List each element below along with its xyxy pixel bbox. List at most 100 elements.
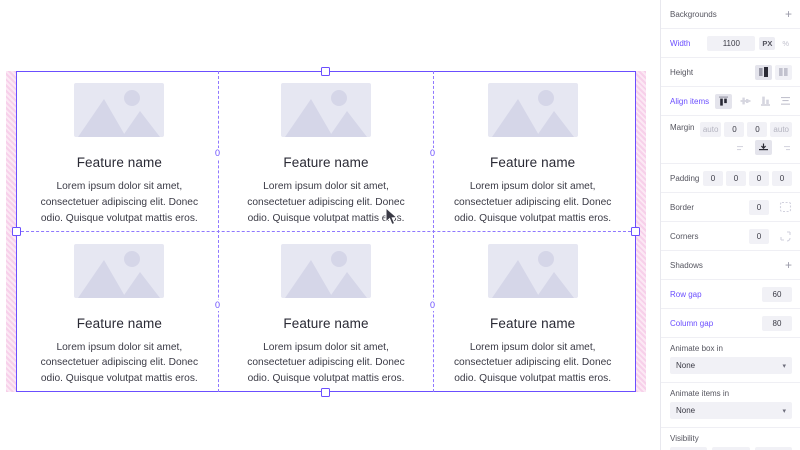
row-gap-input[interactable]: 60	[762, 286, 792, 302]
padding-bottom-input[interactable]: 0	[749, 170, 769, 186]
card-title: Feature name	[283, 155, 369, 170]
visibility-mobile-button[interactable]	[754, 447, 792, 450]
align-top-icon[interactable]	[715, 93, 732, 109]
width-input[interactable]: 1100	[707, 35, 756, 51]
visibility-desktop-button[interactable]	[670, 447, 708, 450]
border-label: Border	[670, 202, 695, 212]
margin-bottom-input[interactable]: 0	[747, 122, 768, 137]
visibility-label: Visibility	[670, 434, 699, 443]
panel-row-padding[interactable]: Padding 0 0 0 0	[661, 164, 800, 193]
image-placeholder-icon	[487, 83, 578, 137]
width-unit-percent[interactable]: %	[782, 38, 789, 48]
image-placeholder-icon	[74, 243, 165, 298]
mouse-cursor	[385, 207, 399, 226]
panel-row-visibility[interactable]: Visibility	[661, 428, 800, 450]
card-title: Feature name	[490, 315, 576, 331]
resize-handle-bottom[interactable]	[321, 388, 330, 397]
panel-row-border[interactable]: Border 0	[661, 193, 800, 222]
margin-top-input[interactable]: auto	[699, 122, 722, 137]
margin-right-input[interactable]: 0	[724, 122, 745, 137]
card-title: Feature name	[283, 315, 369, 331]
margin-band-left	[6, 71, 16, 392]
properties-panel[interactable]: Backgrounds + Width 1100 PX % Height Ali…	[660, 0, 800, 450]
animate-items-in-value: None	[676, 406, 696, 415]
shadows-label: Shadows	[670, 260, 703, 270]
border-style-icon[interactable]	[779, 201, 792, 213]
card-body: Lorem ipsum dolor sit amet, consectetuer…	[247, 181, 405, 224]
card-body: Lorem ipsum dolor sit amet, consectetuer…	[453, 181, 612, 224]
resize-handle-right[interactable]	[631, 227, 640, 236]
margin-left-input[interactable]: auto	[770, 122, 792, 137]
image-placeholder-icon	[280, 243, 371, 298]
panel-row-animate-items-in[interactable]: Animate items in None ▾	[661, 383, 800, 428]
backgrounds-label: Backgrounds	[670, 9, 717, 19]
row-gap-label: Row gap	[670, 289, 702, 299]
width-unit-px[interactable]: PX	[759, 36, 776, 50]
column-gap-value: 0	[429, 148, 437, 159]
padding-left-input[interactable]: 0	[772, 170, 792, 186]
align-bottom-icon[interactable]	[759, 95, 772, 107]
animate-box-in-value: None	[676, 361, 696, 370]
column-gap-input[interactable]: 80	[762, 315, 792, 331]
animate-items-in-select[interactable]: None ▾	[670, 402, 792, 419]
margin-align-left-icon[interactable]	[735, 142, 748, 154]
resize-handle-top[interactable]	[321, 67, 330, 76]
card-body: Lorem ipsum dolor sit amet, consectetuer…	[40, 181, 199, 224]
panel-row-height[interactable]: Height	[661, 58, 800, 87]
image-placeholder-icon	[280, 83, 371, 137]
panel-row-corners[interactable]: Corners 0	[661, 222, 800, 251]
height-auto-icon[interactable]	[775, 64, 792, 80]
card-body: Lorem ipsum dolor sit amet, consectetuer…	[453, 341, 612, 385]
align-stretch-icon[interactable]	[779, 95, 792, 107]
panel-row-align-items[interactable]: Align items	[661, 87, 800, 116]
height-label: Height	[670, 67, 694, 77]
panel-row-row-gap[interactable]: Row gap 60	[661, 280, 800, 309]
corners-label: Corners	[670, 231, 699, 241]
chevron-down-icon: ▾	[782, 362, 786, 370]
card-title: Feature name	[76, 315, 162, 331]
resize-handle-left[interactable]	[12, 227, 21, 236]
align-items-label: Align items	[670, 96, 710, 106]
card-title: Feature name	[490, 155, 576, 170]
feature-card[interactable]: Feature name Lorem ipsum dolor sit amet,…	[223, 232, 430, 393]
padding-right-input[interactable]: 0	[726, 170, 746, 186]
padding-label: Padding	[670, 173, 700, 183]
align-center-icon[interactable]	[739, 95, 752, 107]
card-body: Lorem ipsum dolor sit amet, consectetuer…	[40, 341, 199, 385]
feature-card[interactable]: Feature name Lorem ipsum dolor sit amet,…	[429, 232, 636, 393]
column-gap-value: 0	[429, 300, 437, 311]
feature-card[interactable]: Feature name Lorem ipsum dolor sit amet,…	[16, 232, 223, 393]
add-shadow-button[interactable]: +	[784, 258, 792, 272]
margin-align-center-icon[interactable]	[755, 140, 772, 155]
panel-row-margin[interactable]: Margin auto 0 0 auto	[661, 116, 800, 164]
visibility-tablet-button[interactable]	[712, 447, 750, 450]
panel-row-shadows[interactable]: Shadows +	[661, 251, 800, 280]
margin-band-right	[636, 71, 646, 392]
panel-row-column-gap[interactable]: Column gap 80	[661, 309, 800, 338]
design-canvas[interactable]: Feature name Lorem ipsum dolor sit amet,…	[0, 0, 660, 450]
animate-items-in-label: Animate items in	[670, 389, 730, 398]
feature-grid: Feature name Lorem ipsum dolor sit amet,…	[16, 71, 636, 392]
column-gap-value: 0	[214, 148, 222, 159]
panel-row-animate-box-in[interactable]: Animate box in None ▾	[661, 338, 800, 383]
panel-row-width[interactable]: Width 1100 PX %	[661, 29, 800, 58]
feature-card[interactable]: Feature name Lorem ipsum dolor sit amet,…	[223, 71, 430, 232]
height-fixed-icon[interactable]	[755, 64, 772, 80]
border-input[interactable]: 0	[749, 199, 769, 215]
card-title: Feature name	[76, 155, 162, 170]
width-label: Width	[670, 38, 691, 48]
image-placeholder-icon	[487, 243, 578, 298]
animate-box-in-label: Animate box in	[670, 344, 723, 353]
corner-radius-icon[interactable]	[779, 230, 792, 242]
margin-align-right-icon[interactable]	[779, 142, 792, 154]
corners-input[interactable]: 0	[749, 228, 769, 244]
row-gap-guide	[16, 231, 636, 232]
add-background-button[interactable]: +	[784, 7, 792, 21]
feature-card[interactable]: Feature name Lorem ipsum dolor sit amet,…	[16, 71, 223, 232]
card-body: Lorem ipsum dolor sit amet, consectetuer…	[247, 341, 405, 385]
animate-box-in-select[interactable]: None ▾	[670, 357, 792, 374]
panel-row-backgrounds[interactable]: Backgrounds +	[661, 0, 800, 29]
padding-top-input[interactable]: 0	[703, 170, 723, 186]
column-gap-label: Column gap	[670, 318, 714, 328]
feature-card[interactable]: Feature name Lorem ipsum dolor sit amet,…	[429, 71, 636, 232]
